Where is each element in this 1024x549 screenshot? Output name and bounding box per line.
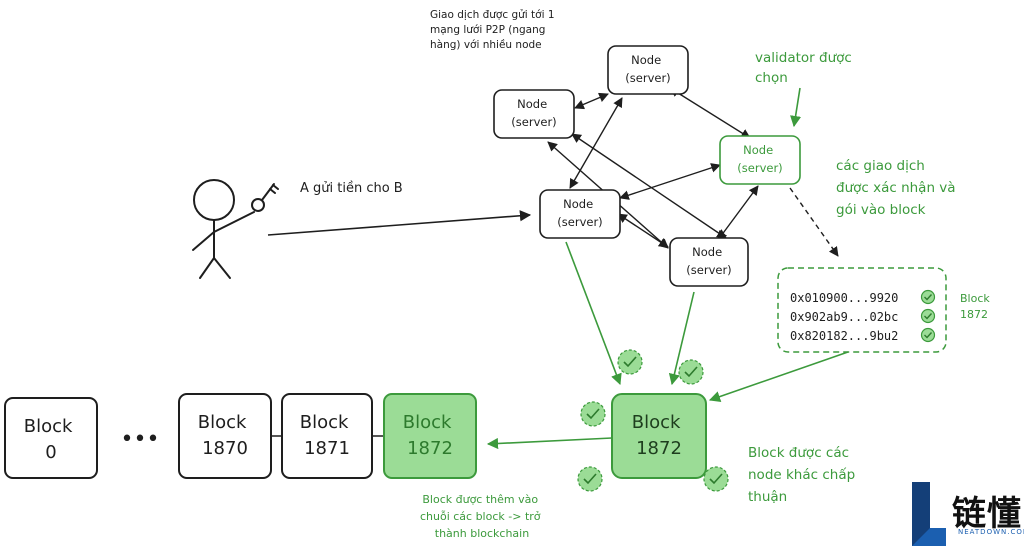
pack-dashed-arrow	[789, 187, 839, 257]
chain-block-1871-number: 1871	[304, 438, 350, 459]
confirm-line-1: các giao dịch	[836, 158, 925, 174]
chain-block-1872-title: Block	[403, 412, 452, 433]
node-n1: Node (server)	[493, 89, 575, 139]
accepted-line-2: node khác chấp	[748, 467, 855, 483]
node-n4-subtitle: (server)	[557, 215, 602, 229]
node-n5-subtitle: (server)	[686, 263, 731, 277]
appended-line-3: thành blockchain	[435, 527, 529, 540]
validator-line-1: validator được	[755, 50, 852, 66]
confirm-line-3: gói vào block	[836, 202, 926, 218]
node-n5-title: Node	[692, 245, 722, 259]
approval-check-icon-5	[703, 466, 729, 492]
appended-annotation: Block được thêm vào chuỗi các block -> t…	[420, 493, 544, 540]
node-n2-subtitle: (server)	[625, 71, 670, 85]
block-side-line-2: 1872	[960, 308, 988, 321]
chain-ellipsis: •••	[121, 427, 160, 452]
green-arrows	[486, 241, 849, 450]
send-annotation: A gửi tiền cho B	[300, 181, 403, 196]
svg-text:Block 1870: Block 1870	[198, 412, 252, 459]
svg-text:0x010900...9920 0x902a: 0x010900...9920 0x902ab9...02bc 0x820182…	[790, 291, 906, 343]
chain-block-1870: Block 1870	[178, 393, 272, 479]
tx-3: 0x820182...9bu2	[790, 329, 898, 343]
chain-block-1870-number: 1870	[202, 438, 248, 459]
p2p-note: Giao dịch được gửi tới 1 mạng lưới P2P (…	[430, 9, 558, 51]
confirm-line-2: được xác nhận và	[836, 180, 956, 196]
chain-block-0-number: 0	[45, 442, 56, 463]
p2p-note-line-1: Giao dịch được gửi tới 1	[430, 9, 555, 21]
accepted-line-1: Block được các	[748, 445, 849, 461]
appended-line-2: chuỗi các block -> trở	[420, 510, 541, 523]
chain-block-1872: Block 1872	[383, 393, 477, 479]
chain-block-0-title: Block	[24, 416, 73, 437]
tx-1: 0x010900...9920	[790, 291, 898, 305]
node-n2-title: Node	[631, 53, 661, 67]
node-n4: Node (server)	[539, 189, 621, 239]
approval-check-icon-3	[580, 401, 606, 427]
approval-check-icon-1	[617, 349, 643, 375]
brand-logo-icon	[912, 482, 946, 546]
tx-3-check-icon	[920, 327, 936, 343]
validator-line-2: chọn	[755, 70, 788, 86]
tx-2: 0x902ab9...02bc	[790, 310, 898, 324]
accepted-line-3: thuận	[748, 489, 787, 505]
tx-2-check-icon	[920, 308, 936, 324]
validator-arrow	[790, 87, 802, 128]
transactions-box: 0x010900...9920 0x902ab9...02bc 0x820182…	[777, 267, 947, 353]
chain-block-1871-title: Block	[300, 412, 349, 433]
approval-check-icon-4	[577, 466, 603, 492]
center-block-1872: Block 1872	[611, 393, 707, 479]
svg-text:Node (server): Node (server)	[625, 53, 670, 85]
svg-text:Node (server): Node (server)	[737, 143, 782, 175]
block-side-line-1: Block	[960, 292, 990, 305]
chain-block-1871: Block 1871	[281, 393, 373, 479]
p2p-note-line-3: hàng) với nhiều node	[430, 39, 542, 51]
validator-annotation: validator được chọn	[755, 50, 856, 86]
center-block-number: 1872	[636, 438, 682, 459]
svg-text:Block 1871: Block 1871	[300, 412, 354, 459]
node-n3-title: Node	[743, 143, 773, 157]
brand-name: 链懂	[952, 494, 1022, 534]
approval-check-icons	[577, 349, 729, 492]
p2p-note-line-2: mạng lưới P2P (ngang	[430, 24, 545, 36]
svg-text:Block 1872: Block 1872	[403, 412, 457, 459]
network-edges	[547, 87, 759, 249]
block-side-label: Block 1872	[960, 292, 993, 321]
appended-line-1: Block được thêm vào	[422, 493, 538, 506]
send-arrow	[267, 210, 532, 236]
svg-text:Block 1872: Block 1872	[632, 412, 686, 459]
node-n1-subtitle: (server)	[511, 115, 556, 129]
node-n1-title: Node	[517, 97, 547, 111]
chain-block-0: Block 0	[4, 397, 98, 479]
node-n3-validator: Node (server)	[719, 135, 801, 185]
svg-text:Node (server): Node (server)	[686, 245, 731, 277]
node-n5: Node (server)	[669, 237, 749, 287]
node-n4-title: Node	[563, 197, 593, 211]
svg-text:Node (server): Node (server)	[511, 97, 556, 129]
sender-person-figure	[192, 179, 255, 279]
svg-text:Node (server): Node (server)	[557, 197, 602, 229]
node-n2: Node (server)	[607, 45, 689, 95]
accepted-annotation: Block được các node khác chấp thuận	[748, 445, 859, 505]
confirm-annotation: các giao dịch được xác nhận và gói vào b…	[836, 158, 960, 218]
center-block-title: Block	[632, 412, 681, 433]
chain-block-1870-title: Block	[198, 412, 247, 433]
chain-block-1872-number: 1872	[407, 438, 453, 459]
tx-1-check-icon	[920, 289, 936, 305]
approval-check-icon-2	[678, 359, 704, 385]
node-n3-subtitle: (server)	[737, 161, 782, 175]
brand-sub: NEATDOWN.COM	[958, 528, 1024, 536]
key-icon	[251, 183, 279, 212]
svg-text:Block 0: Block 0	[24, 416, 78, 463]
